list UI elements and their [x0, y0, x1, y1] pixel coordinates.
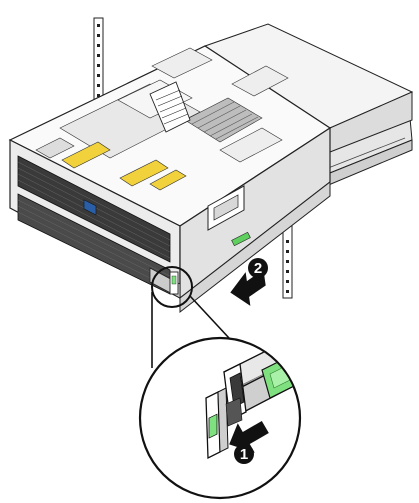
release-tab-detail: 1 [138, 336, 302, 500]
callout-magnifier-icon [151, 266, 193, 308]
push-arrow-icon [229, 420, 269, 453]
top-handle [149, 81, 191, 133]
step-1-badge: 1 [234, 444, 254, 464]
slide-arrow-icon [230, 269, 266, 306]
side-handle [207, 185, 245, 231]
step-1-label: 1 [240, 446, 248, 463]
server-chassis [8, 23, 414, 314]
rail-release-indicator [231, 231, 251, 247]
step-2-label: 2 [254, 260, 262, 277]
front-logo-badge [83, 199, 97, 216]
step-2-badge: 2 [248, 258, 268, 278]
